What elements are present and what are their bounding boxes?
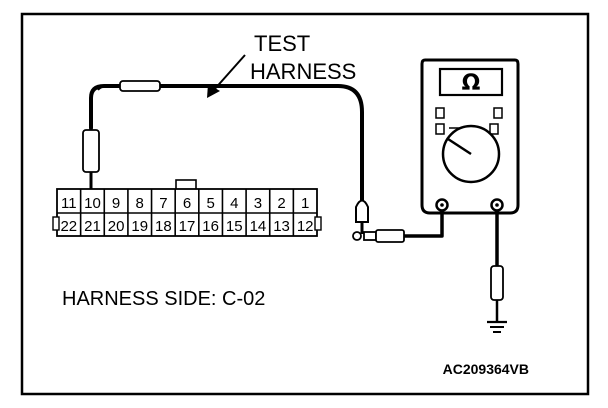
pin-label-8: 8 <box>136 195 144 212</box>
pin-label-9: 9 <box>112 195 120 212</box>
meter-display <box>438 67 504 97</box>
ground-symbol-icon <box>487 320 507 333</box>
test-harness-wire <box>89 84 364 204</box>
back-probe <box>82 120 100 196</box>
pin-label-15: 15 <box>226 218 243 235</box>
harness-probe-clip <box>352 199 405 243</box>
ohm-symbol-icon: Ω <box>462 71 481 96</box>
pin-label-16: 16 <box>202 218 219 235</box>
range-marker-4 <box>489 123 499 135</box>
pin-label-14: 14 <box>250 218 267 235</box>
pin-label-10: 10 <box>84 195 101 212</box>
range-marker-1 <box>435 107 445 119</box>
pin-label-1: 1 <box>301 195 309 212</box>
pin-label-21: 21 <box>84 218 101 235</box>
pin-label-5: 5 <box>206 195 214 212</box>
ground-lead <box>490 211 504 322</box>
pin-label-17: 17 <box>179 218 196 235</box>
range-marker-3 <box>493 107 503 119</box>
harness-side-caption: HARNESS SIDE: C-02 <box>62 288 265 310</box>
ohmmeter: Ω <box>420 58 520 215</box>
dial-pointer <box>447 137 472 156</box>
pin-label-12: 12 <box>297 218 314 235</box>
pin-label-18: 18 <box>155 218 172 235</box>
callout-line-2: HARNESS <box>250 59 356 84</box>
pin-label-7: 7 <box>159 195 167 212</box>
pin-label-13: 13 <box>273 218 290 235</box>
pin-label-3: 3 <box>254 195 262 212</box>
spare-lead <box>97 80 161 92</box>
pin-label-11: 11 <box>61 195 77 212</box>
pin-label-6: 6 <box>183 195 191 212</box>
figure-code: AC209364VB <box>443 361 529 377</box>
pin-label-22: 22 <box>60 218 77 235</box>
range-marker-2 <box>435 123 445 135</box>
meter-lead-left <box>404 212 444 238</box>
callout-line-1: TEST <box>254 31 310 56</box>
connector-bottom-row: 22 21 20 19 18 17 16 15 14 13 12 <box>60 213 314 236</box>
pin-label-2: 2 <box>277 195 285 212</box>
pin-label-19: 19 <box>131 218 148 235</box>
pin-label-4: 4 <box>230 195 238 212</box>
pin-label-20: 20 <box>108 218 125 235</box>
